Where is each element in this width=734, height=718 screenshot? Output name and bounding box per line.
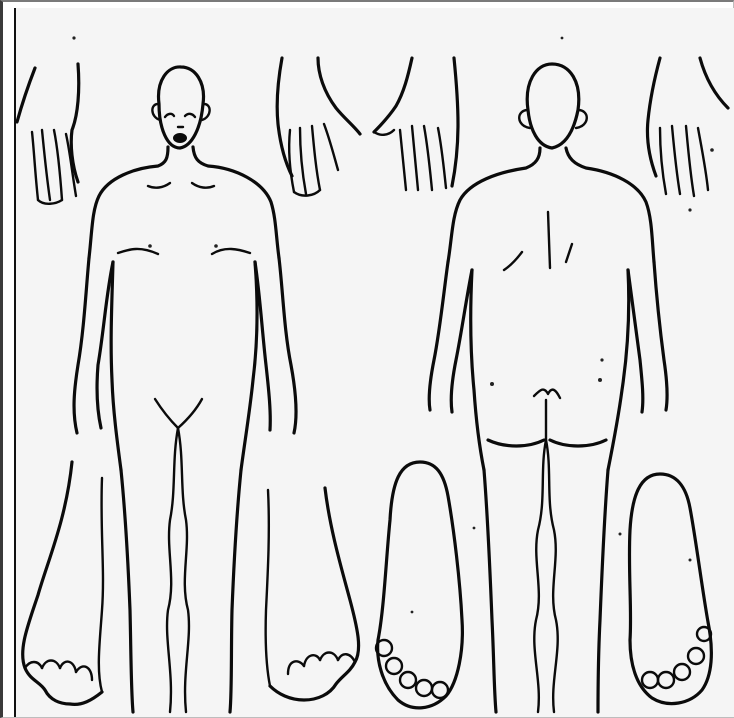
front-view xyxy=(17,58,360,712)
front-right-foot xyxy=(266,488,359,700)
back-hips xyxy=(471,270,629,470)
back-right-sole xyxy=(629,474,711,704)
front-right-hand xyxy=(277,58,360,196)
front-arms xyxy=(74,258,296,433)
front-left-hand xyxy=(17,64,79,204)
front-legs xyxy=(121,428,241,712)
back-arms xyxy=(429,262,667,412)
back-view xyxy=(72,36,728,712)
front-torso xyxy=(89,147,279,258)
back-left-sole xyxy=(376,462,462,708)
front-head xyxy=(152,67,209,148)
back-legs xyxy=(484,440,608,712)
back-torso xyxy=(448,148,654,398)
back-head xyxy=(519,64,587,148)
front-left-foot xyxy=(23,462,103,704)
back-left-hand xyxy=(374,58,458,190)
back-right-hand xyxy=(647,58,728,212)
front-hips xyxy=(111,262,257,470)
